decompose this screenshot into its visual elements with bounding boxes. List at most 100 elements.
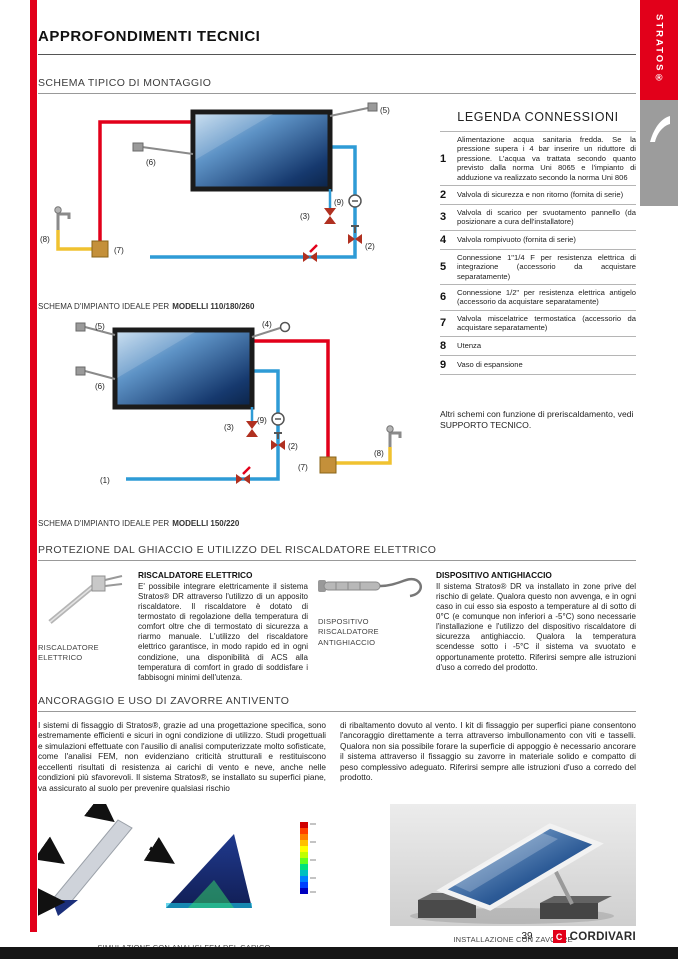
section-frost-title: PROTEZIONE DAL GHIACCIO E UTILIZZO DEL R… [38,544,636,561]
legend-item: 7 Valvola miscelatrice termostatica (acc… [440,311,636,337]
cordivari-logo-icon: C [552,930,566,943]
stratos-tab: STRATOS® [640,0,678,100]
mixing-valve-icon [91,240,109,258]
legend-item: 3 Valvola di scarico per svuotamento pan… [440,205,636,231]
yellow-pipe [336,447,392,465]
ballast-text-col2: di ribaltamento dovuto al vento. I kit d… [340,719,636,783]
legend-title: LEGENDA CONNESSIONI [457,110,619,124]
install-column: INSTALLAZIONE CON ZAVORRE ANTIVENTO [390,803,636,959]
diagram-1: (5) (6) (7) (8) [40,102,390,262]
legend-list: 1 Alimentazione acqua sanitaria fredda. … [440,131,636,375]
stratos-tab-label: STRATOS® [653,14,665,86]
heater-text: E' possibile integrare elettricamente il… [138,582,308,682]
callout-8: (8) [40,235,50,244]
page-content: APPROFONDIMENTI TECNICI SCHEMA TIPICO DI… [33,0,636,959]
heater-text-column: RISCALDATORE ELETTRICO E' possibile inte… [138,570,318,683]
legend-item-number: 5 [440,260,447,273]
callout-5: (5) [95,322,105,331]
sensor-icon [329,102,378,117]
load-arrow [33,835,65,864]
callout-9: (9) [257,416,267,425]
page-footer: 39 C CORDIVARI [38,930,636,943]
diagrams-column: (5) (6) (7) (8) [38,102,432,538]
legend-note: Altri schemi con funzione di preriscalda… [440,408,634,430]
diagram-2: (5) (4) (6) (7) [75,320,402,485]
legend-item-number: 2 [440,189,447,202]
callout-7: (7) [298,463,308,472]
cordivari-logo: C CORDIVARI [552,930,636,943]
drain-valve-icon [246,407,258,437]
legend-item-text: Alimentazione acqua sanitaria fredda. Se… [457,135,636,182]
schema-area: (5) (6) (7) (8) [38,102,636,538]
vacuum-breaker-icon [251,321,291,338]
callout-3: (3) [300,212,310,221]
expansion-vessel-icon [271,412,285,426]
red-pipe [252,339,330,457]
fem-wedge [166,833,252,908]
callout-8: (8) [374,449,384,458]
tap-icon [386,425,402,447]
side-tab: STRATOS® [640,0,678,206]
frost-row: RISCALDATORE ELETTRICO RISCALDATORE ELET… [38,570,636,683]
red-pipe [98,120,193,242]
legend-item: 6 Connessione 1/2" per resistenza elettr… [440,285,636,311]
legend-item-text: Vaso di espansione [457,359,523,369]
left-accent-bar [30,0,37,932]
cordivari-brand-name: CORDIVARI [569,930,636,943]
sensor-icon [75,322,116,336]
legend-item-number: 3 [440,211,447,224]
ballast-block [540,895,612,919]
ballast-text-row: I sistemi di fissaggio di Stratos®, graz… [38,720,636,794]
antifrost-image-column: DISPOSITIVO RISCALDATORE ANTIGHIACCIO [318,570,436,683]
callout-2: (2) [288,442,298,451]
load-arrow [84,793,115,822]
heater-heading: RISCALDATORE ELETTRICO [138,570,253,580]
legend-item: 4 Valvola rompivuoto (fornita di serie) [440,231,636,250]
antifrost-text-column: DISPOSITIVO ANTIGHIACCIO Il sistema Stra… [436,570,636,683]
callout-9: (9) [334,198,344,207]
safety-valve-icon [348,225,362,244]
legend-item-number: 7 [440,317,447,330]
antifrost-heading: DISPOSITIVO ANTIGHIACCIO [436,570,552,580]
page-title: APPROFONDIMENTI TECNICI [38,28,261,45]
section-ballast-title: ANCORAGGIO E USO DI ZAVORRE ANTIVENTO [38,695,636,712]
antifrost-text: Il sistema Stratos® DR va installato in … [436,582,636,672]
legend-item-number: 4 [440,233,447,246]
title-rule [38,54,636,55]
probe-icon [132,142,194,155]
section-schema-title: SCHEMA TIPICO DI MONTAGGIO [38,77,636,94]
callout-6: (6) [146,158,156,167]
ballast-installation-image [390,803,636,926]
check-valve-icon [236,466,251,484]
brand-swoosh-icon [650,116,670,142]
bottom-black-bar [0,947,678,959]
electric-heater-image [48,575,123,624]
legend-item-text: Valvola miscelatrice termostatica (acces… [457,313,636,333]
load-arrow [143,836,175,864]
legend-column: LEGENDA CONNESSIONI 1 Alimentazione acqu… [432,102,636,538]
ballast-images-row: SIMULAZIONE CON ANALISI FEM DEL CARICO D… [33,793,636,959]
callout-1: (1) [100,476,110,485]
legend-item: 2 Valvola di sicurezza e non ritorno (fo… [440,186,636,206]
ballast-text-col1: I sistemi di fissaggio di Stratos®, graz… [38,719,326,793]
solar-panel [112,327,255,410]
callout-6: (6) [95,382,105,391]
check-valve-icon [303,244,318,262]
legend-item-text: Valvola rompivuoto (fornita di serie) [457,235,576,245]
probe-icon [75,366,116,380]
callout-7: (7) [114,246,124,255]
drain-valve-icon [324,189,336,224]
legend-item-text: Valvola di sicurezza e non ritorno (forn… [457,190,624,200]
legend-item: 8 Utenza [440,337,636,356]
legend-item-text: Valvola di scarico per svuotamento panne… [457,208,636,227]
legend-item-number: 9 [440,358,447,371]
safety-valve-icon [271,432,285,450]
expansion-vessel-icon [348,194,362,208]
legend-item-number: 6 [440,291,447,304]
legend-item: 9 Vaso di espansione [440,356,636,375]
fem-profile-bar [51,818,133,909]
tilted-panel [436,822,604,911]
